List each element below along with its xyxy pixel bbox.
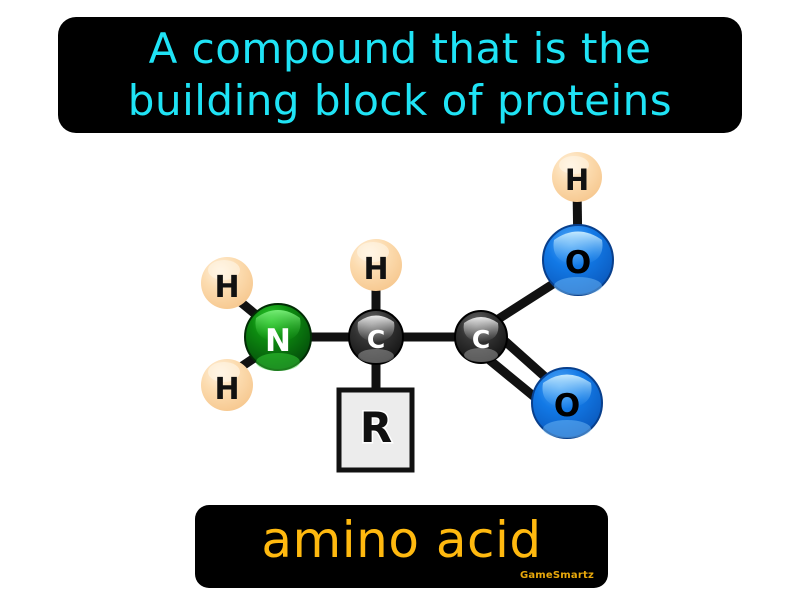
atom-nitrogen: N	[244, 303, 312, 371]
term-pill: amino acid GameSmartz	[195, 505, 608, 588]
r-group-label: R	[360, 403, 392, 452]
svg-text:N: N	[265, 323, 291, 359]
svg-text:H: H	[214, 372, 239, 407]
svg-text:C: C	[472, 325, 490, 354]
term-label: amino acid	[261, 511, 542, 569]
atom-oxygen-carbonyl: O	[531, 367, 603, 439]
definition-text: A compound that is the building block of…	[127, 24, 673, 125]
r-group: R	[336, 387, 415, 473]
definition-banner: A compound that is the building block of…	[58, 17, 742, 133]
svg-text:O: O	[565, 245, 591, 281]
amino-acid-diagram: R H H N H	[0, 140, 800, 490]
svg-text:O: O	[554, 388, 580, 424]
watermark-label: GameSmartz	[519, 570, 594, 581]
svg-text:H: H	[565, 163, 589, 197]
svg-text:C: C	[367, 325, 385, 354]
atom-oxygen-hydroxyl: O	[542, 224, 614, 296]
svg-text:H: H	[214, 270, 239, 305]
atom-hydrogen-hydroxyl: H	[552, 152, 602, 202]
atom-hydrogen-amine-upper: H	[201, 257, 253, 309]
r-group-box	[336, 387, 415, 473]
atom-hydrogen-amine-lower: H	[201, 359, 253, 411]
atom-carbon-carboxyl: C	[454, 310, 508, 364]
svg-text:H: H	[363, 252, 388, 287]
atom-hydrogen-alpha: H	[350, 239, 402, 291]
atom-carbon-alpha: C	[348, 309, 404, 365]
